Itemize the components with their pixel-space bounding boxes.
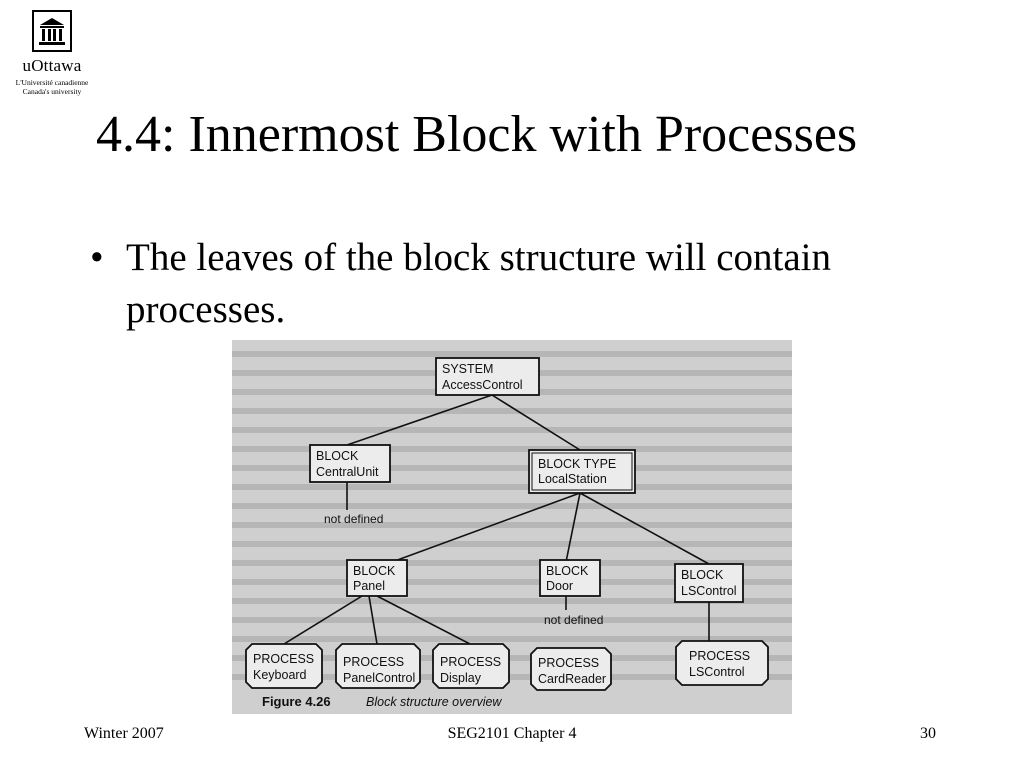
node-door-name: Door — [546, 579, 573, 593]
footer-term: Winter 2007 — [84, 725, 164, 742]
connector-system-centralunit — [346, 394, 493, 446]
node-door-kind: BLOCK — [546, 564, 589, 578]
node-system: SYSTEM AccessControl — [435, 357, 540, 396]
node-ls-control-name: LSControl — [681, 584, 737, 598]
process-cardreader-name: CardReader — [538, 672, 606, 686]
process-keyboard: PROCESS Keyboard — [245, 643, 323, 689]
connector-system-localstation — [491, 394, 581, 451]
node-central-unit-kind: BLOCK — [316, 449, 359, 463]
connector-localstation-door — [565, 492, 581, 563]
node-ls-control-kind: BLOCK — [681, 568, 724, 582]
process-panelcontrol: PROCESS PanelControl — [335, 643, 421, 689]
university-building-icon — [32, 10, 72, 52]
node-ls-control: BLOCK LSControl — [674, 563, 744, 603]
node-local-station: BLOCK TYPE LocalStation — [528, 449, 636, 494]
process-cardreader: PROCESS CardReader — [530, 647, 612, 691]
process-lscontrol: PROCESS LSControl — [675, 640, 769, 686]
process-keyboard-name: Keyboard — [253, 668, 307, 682]
bullet-item: • The leaves of the block structure will… — [90, 232, 850, 336]
bullet-symbol: • — [90, 236, 104, 279]
node-central-unit: BLOCK CentralUnit — [309, 444, 391, 483]
process-panelcontrol-kind: PROCESS — [343, 655, 404, 669]
node-central-unit-name: CentralUnit — [316, 465, 379, 479]
edge-label-door: not defined — [544, 613, 603, 627]
node-panel-name: Panel — [353, 579, 385, 593]
process-cardreader-kind: PROCESS — [538, 656, 599, 670]
process-keyboard-kind: PROCESS — [253, 652, 314, 666]
node-local-station-name: LocalStation — [538, 472, 607, 486]
process-panelcontrol-name: PanelControl — [343, 671, 415, 685]
slide-title: 4.4: Innermost Block with Processes — [96, 106, 858, 163]
process-lscontrol-name: LSControl — [689, 665, 745, 679]
connector-localstation-panel — [391, 492, 581, 563]
node-system-kind: SYSTEM — [442, 362, 493, 376]
process-display: PROCESS Display — [432, 643, 510, 689]
figure-caption-text: Block structure overview — [366, 695, 502, 709]
node-panel-kind: BLOCK — [353, 564, 396, 578]
figure-caption-label: Figure 4.26 — [262, 694, 331, 709]
connector-panel-display — [376, 595, 471, 645]
node-panel: BLOCK Panel — [346, 559, 408, 597]
footer-page-number: 30 — [920, 725, 936, 742]
bullet-list: • The leaves of the block structure will… — [90, 232, 850, 336]
bullet-text: The leaves of the block structure will c… — [126, 236, 832, 331]
process-display-kind: PROCESS — [440, 655, 501, 669]
logo-subtitle: L'Université canadienne Canada's univers… — [12, 78, 92, 96]
connector-panel-panelcontrol — [368, 595, 378, 645]
logo-subtitle-line2: Canada's university — [22, 87, 82, 96]
logo-subtitle-line1: L'Université canadienne — [15, 78, 89, 87]
uottawa-logo: uOttawa L'Université canadienne Canada's… — [12, 10, 92, 96]
edge-label-central-unit: not defined — [324, 512, 383, 526]
block-structure-diagram: SYSTEM AccessControl BLOCK CentralUnit n… — [232, 351, 792, 709]
node-door: BLOCK Door — [539, 559, 601, 597]
footer-course: SEG2101 Chapter 4 — [447, 725, 577, 742]
process-display-name: Display — [440, 671, 482, 685]
connector-panel-keyboard — [283, 595, 363, 645]
scan-texture — [232, 351, 792, 680]
logo-name: uOttawa — [22, 56, 82, 75]
connector-localstation-lscontrol — [579, 492, 710, 565]
node-local-station-kind: BLOCK TYPE — [538, 457, 616, 471]
process-lscontrol-kind: PROCESS — [689, 649, 750, 663]
block-structure-figure: SYSTEM AccessControl BLOCK CentralUnit n… — [232, 340, 792, 714]
tree-connectors — [283, 394, 710, 645]
node-system-name: AccessControl — [442, 378, 523, 392]
